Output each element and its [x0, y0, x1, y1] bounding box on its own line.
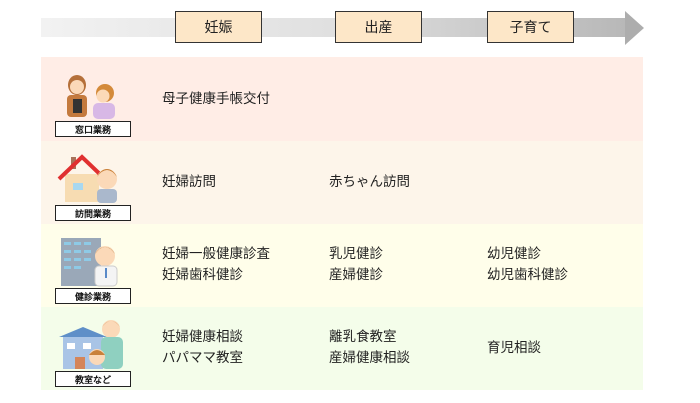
stage-label: 子育て	[509, 20, 552, 36]
category-label: 健診業務	[55, 288, 131, 304]
service-birth: 離乳食教室 産婦健康相談	[329, 327, 410, 369]
service-item: 赤ちゃん訪問	[329, 174, 410, 190]
row-health-checkup: 健診業務 妊婦一般健康診査 妊婦歯科健診 乳児健診 産婦健診 幼児健診 幼児歯科…	[41, 224, 643, 307]
service-item: 離乳食教室	[329, 329, 397, 345]
service-item: 妊婦一般健康診査	[162, 246, 270, 262]
service-pregnancy: 妊婦一般健康診査 妊婦歯科健診	[162, 244, 270, 286]
service-item: 妊婦健康相談	[162, 329, 243, 345]
service-item: 妊婦歯科健診	[162, 267, 243, 283]
service-item: 乳児健診	[329, 246, 383, 262]
category-label: 教室など	[55, 371, 131, 387]
stage-birth: 出産	[335, 11, 422, 43]
service-item: 幼児健診	[487, 246, 541, 262]
service-item: 幼児歯科健診	[487, 267, 568, 283]
service-pregnancy: 妊婦健康相談 パパママ教室	[162, 327, 243, 369]
row-counter-service: 窓口業務 母子健康手帳交付	[41, 57, 643, 141]
row-home-visit: 訪問業務 妊婦訪問 赤ちゃん訪問	[41, 141, 643, 224]
health-checkup-icon: 健診業務	[55, 232, 133, 304]
stage-label: 妊娠	[204, 20, 233, 36]
stage-label: 出産	[364, 20, 393, 36]
service-item: 産婦健診	[329, 267, 383, 283]
stage-childcare: 子育て	[487, 11, 574, 43]
counter-service-icon: 窓口業務	[55, 65, 133, 137]
stage-pregnancy: 妊娠	[175, 11, 262, 43]
service-item: 母子健康手帳交付	[162, 91, 270, 107]
service-childcare: 幼児健診 幼児歯科健診	[487, 244, 568, 286]
service-pregnancy: 妊婦訪問	[162, 172, 216, 193]
timeline-arrow-head-icon	[625, 11, 644, 45]
category-label: 訪問業務	[55, 205, 131, 221]
service-item: 妊婦訪問	[162, 174, 216, 190]
category-label: 窓口業務	[55, 121, 131, 137]
service-pregnancy: 母子健康手帳交付	[162, 89, 270, 110]
service-birth: 乳児健診 産婦健診	[329, 244, 383, 286]
classroom-icon: 教室など	[55, 315, 133, 387]
service-item: 産婦健康相談	[329, 350, 410, 366]
home-visit-icon: 訪問業務	[55, 149, 133, 221]
service-item: 育児相談	[487, 340, 541, 356]
service-birth: 赤ちゃん訪問	[329, 172, 410, 193]
service-item: パパママ教室	[162, 350, 243, 366]
row-classes: 教室など 妊婦健康相談 パパママ教室 離乳食教室 産婦健康相談 育児相談	[41, 307, 643, 390]
service-childcare: 育児相談	[487, 338, 541, 359]
